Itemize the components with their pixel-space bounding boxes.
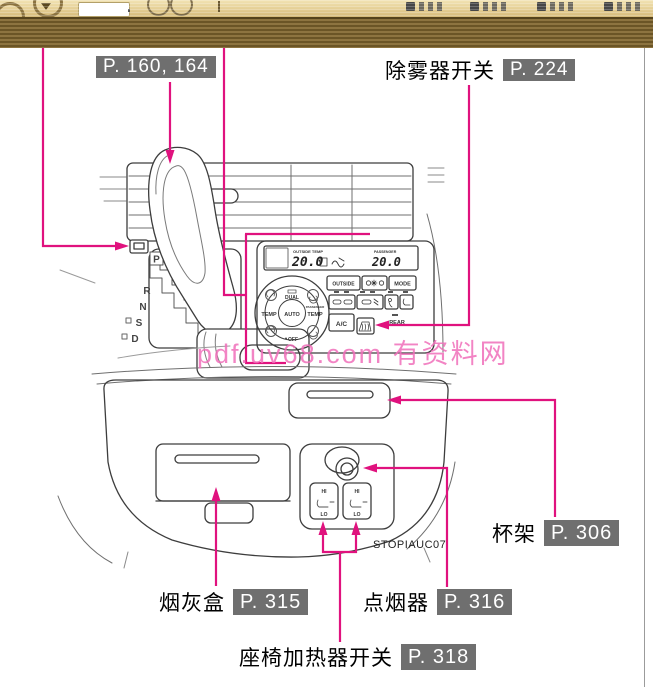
toolbar-menu-item-1[interactable] [406,2,445,11]
ac-button-label: A/C [336,321,348,328]
clipped-label [483,2,509,11]
shift-lock-button [129,239,149,254]
seat-heater-switches [309,482,372,520]
off-label: OFF [288,337,298,343]
gear-letter-n: N [139,302,146,313]
cigarette-lighter [299,443,395,530]
toolbar-menu-item-2[interactable] [470,2,509,11]
lower-console [57,345,457,569]
arrow-shift-knob [165,150,175,164]
arrow-lighter [363,463,377,473]
callout-label: 烟灰盒 [159,592,225,615]
dual-label: DUAL [285,295,299,301]
gear-letter-p: P [153,255,160,266]
gear-letter-s: S [136,318,143,329]
down-arrow-icon [41,3,51,10]
passenger-temp-value: 20.0 [371,255,401,269]
collapsed-ribbon-band [0,17,653,48]
callout-defogger: 除雾器开关 P. 224 [385,55,576,85]
gear-letter-d: D [131,334,138,345]
manual-page: P R N S D [0,48,653,687]
ashtray [155,443,291,524]
page-count-mark [128,9,130,12]
toolbar-tool-icon[interactable] [218,1,220,12]
callout-ashtray: 烟灰盒 P. 315 [159,587,309,617]
seat-switch-hi-right: HI [355,489,361,495]
outside-temp-label: OUTSIDE TEMP [293,249,323,254]
climate-panel [254,240,435,354]
arrow-cup-holder [387,395,401,405]
passenger-small-label: PASSENGER [306,305,325,309]
watermark: pdf.uv68.com 有资料网 [197,339,509,369]
pdf-toolbar [0,0,653,17]
cup-holder-lid [288,382,391,419]
toolbar-menu-item-4[interactable] [604,2,643,11]
page-ref-badge: P. 306 [544,520,620,546]
arrow-seat-right [351,521,361,535]
passenger-label: PASSENGER [374,250,397,254]
page-ref-badge: P. 315 [233,589,309,615]
callout-seat-heater: 座椅加热器开关 P. 318 [239,642,477,672]
shift-knob [148,146,310,379]
page-ref-badge: P. 160, 164 [96,56,216,78]
arrow-seat-left [318,521,328,535]
toolbar-menu-icon [604,2,613,11]
mode-button-label: MODE [394,282,411,288]
clipped-label [617,2,643,11]
outside-button-label: OUTSIDE [332,282,355,288]
console-diagram: P R N S D [41,48,645,687]
toolbar-ring-icon-1[interactable] [147,0,170,16]
callout-label: 座椅加热器开关 [239,647,393,670]
outside-temp-value: 20.0 [291,255,323,270]
auto-label: AUTO [284,312,300,318]
page-number-input[interactable] [78,2,130,17]
callout-cup-holder: 杯架 P. 306 [492,518,620,548]
page-ref-badge: P. 316 [437,589,513,615]
arrow-defogger [375,320,389,330]
callout-label: 除雾器开关 [385,60,495,83]
page-ref-badge: P. 224 [503,59,576,81]
toolbar-menu-item-3[interactable] [537,2,576,11]
toolbar-menu-icon [406,2,415,11]
gear-letter-r: R [143,286,151,297]
callout-label: 杯架 [492,523,536,546]
page-ref-badge: P. 318 [401,644,477,670]
toolbar-menu-icon [537,2,546,11]
arrow-ashtray [211,487,221,501]
toolbar-ring-icon-2[interactable] [170,0,193,16]
rear-label: REAR [389,320,405,326]
seat-switch-lo-right: LO [354,512,361,518]
seat-switch-hi-left: HI [322,489,328,495]
shift-position-letters: P R N S D [121,251,164,345]
temp-right-label: TEMP [307,312,323,318]
arrow-shift-lock [115,241,129,251]
callout-shift-ref: P. 160, 164 [96,56,216,78]
callout-label: 点烟器 [363,592,429,615]
clipped-label [550,2,576,11]
temp-left-label: TEMP [261,312,277,318]
callout-lighter: 点烟器 P. 316 [363,587,513,617]
toolbar-round-button-2[interactable] [33,0,63,17]
clipped-label [419,2,445,11]
seat-switch-lo-left: LO [321,512,328,518]
toolbar-menu-icon [470,2,479,11]
figure-code: STOPIAUC07 [373,539,447,551]
toolbar-round-button-1[interactable] [0,2,25,17]
callout-lines [41,48,557,642]
